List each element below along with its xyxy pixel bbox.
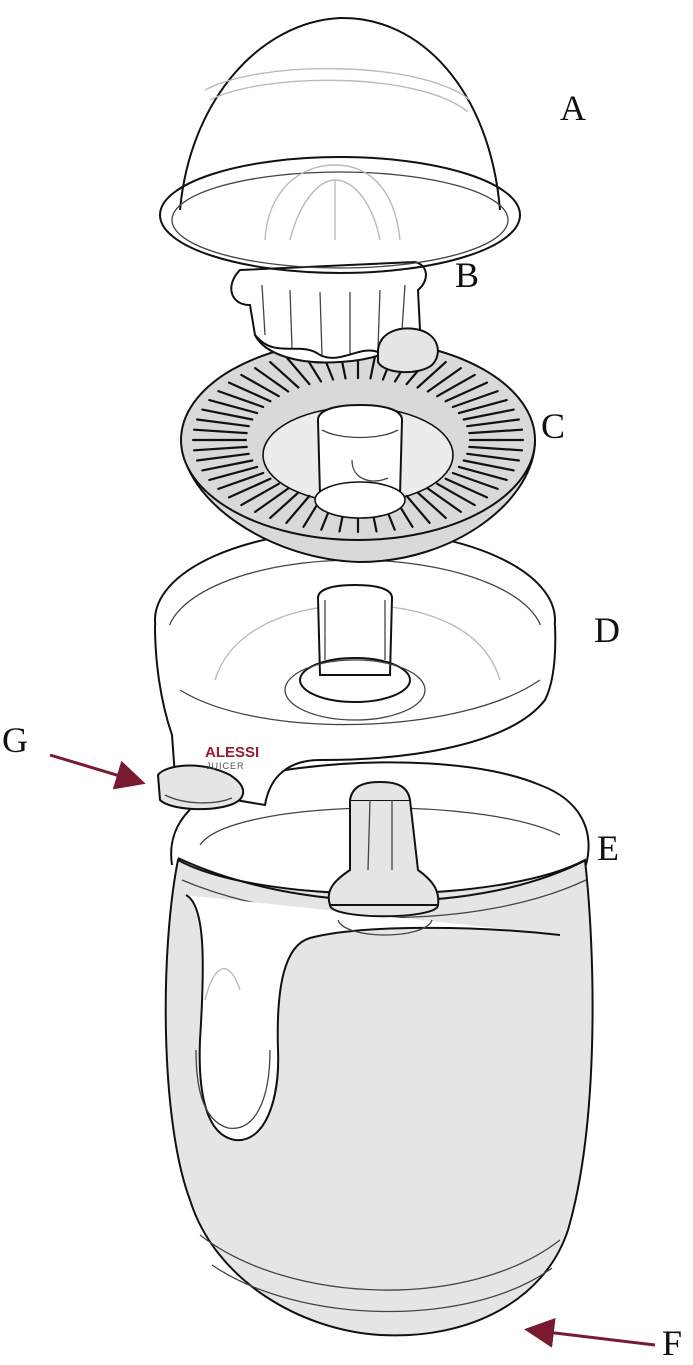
label-e: E xyxy=(597,828,619,868)
label-g: G xyxy=(2,720,28,760)
strainer-slot xyxy=(217,471,265,490)
strainer-slot xyxy=(208,465,259,481)
label-c: C xyxy=(541,406,565,446)
label-d: D xyxy=(594,610,620,650)
collector-bowl xyxy=(154,529,557,807)
strainer-slot xyxy=(466,452,521,462)
jug-drive-shaft xyxy=(327,780,440,936)
strainer-slot xyxy=(192,428,248,435)
strainer-slot xyxy=(405,494,431,525)
strainer-disc xyxy=(180,339,536,564)
strainer-slot xyxy=(426,367,462,393)
strainer-slot xyxy=(240,482,280,507)
strainer-slot xyxy=(217,390,265,409)
strainer-slot xyxy=(254,367,290,393)
strainer-slot xyxy=(426,487,462,513)
strainer-slot xyxy=(196,418,250,428)
strainer-slot xyxy=(444,477,489,499)
strainer-slot xyxy=(457,399,508,415)
alessi-logo: ALESSI JUICER xyxy=(205,744,259,771)
label-f: F xyxy=(662,1323,682,1363)
strainer-slot xyxy=(285,494,311,525)
strainer-slot xyxy=(201,459,254,472)
strainer-slot xyxy=(254,487,290,513)
strainer-slot xyxy=(444,381,489,403)
strainer-slot xyxy=(192,445,248,452)
pointer-arrow-g xyxy=(49,753,146,790)
strainer-slot xyxy=(436,482,476,507)
logo-brand: ALESSI xyxy=(205,744,259,761)
logo-product: JUICER xyxy=(206,761,245,771)
label-a: A xyxy=(560,88,586,128)
strainer-slot xyxy=(416,491,447,520)
strainer-slot xyxy=(436,373,476,398)
strainer-slot xyxy=(416,361,447,389)
pointer-arrow-f xyxy=(524,1317,656,1348)
strainer-slot xyxy=(269,361,300,389)
strainer-slot xyxy=(269,491,300,520)
strainer-slot xyxy=(227,477,272,499)
strainer-slot xyxy=(462,459,515,472)
strainer-slot xyxy=(457,465,508,481)
strainer-slot xyxy=(201,408,254,421)
strainer-slot xyxy=(227,381,272,403)
dome-lid xyxy=(159,16,521,274)
strainer-slot xyxy=(468,445,524,452)
strainer-slot xyxy=(468,428,524,435)
strainer-slot xyxy=(196,452,250,462)
jug-body xyxy=(164,761,594,1337)
strainer-slot xyxy=(285,356,311,386)
reamer-cone xyxy=(230,260,439,374)
strainer-slot xyxy=(462,408,515,421)
pouring-spout xyxy=(156,764,245,811)
strainer-slot xyxy=(451,471,499,490)
strainer-slot xyxy=(208,399,259,415)
strainer-slot xyxy=(451,390,499,409)
strainer-slot xyxy=(466,418,521,428)
label-b: B xyxy=(455,255,479,295)
strainer-slot xyxy=(240,373,280,398)
